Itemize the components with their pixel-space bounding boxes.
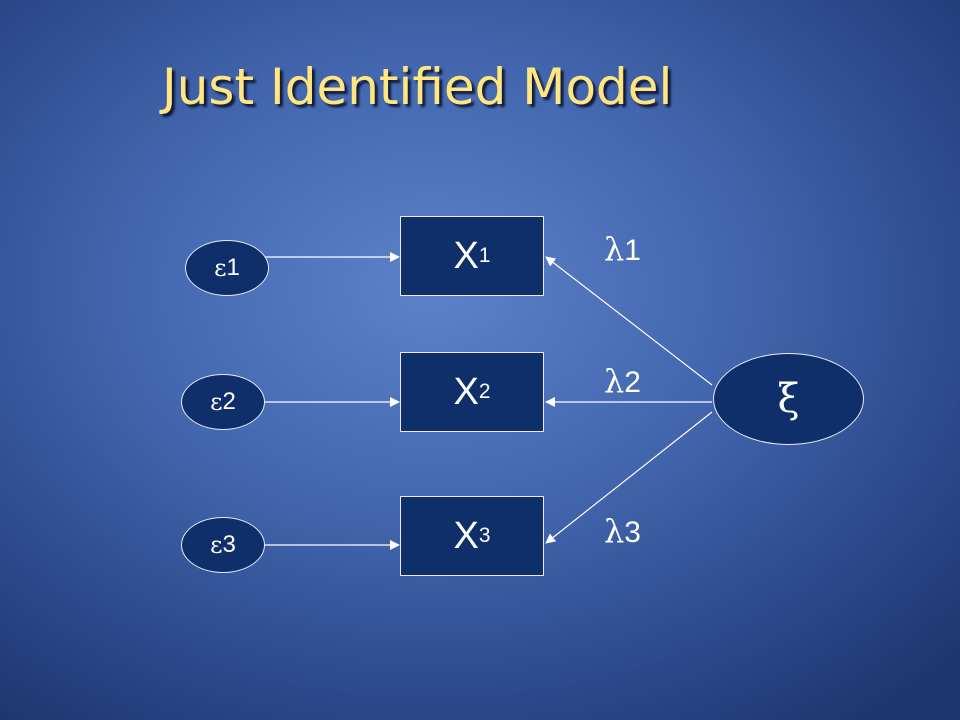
observed-index: 2 xyxy=(478,380,491,403)
latent-node-xi: ξ xyxy=(713,353,864,445)
arrow-xi-x1 xyxy=(545,256,713,386)
error-index: 2 xyxy=(222,388,236,415)
loading-index: 3 xyxy=(624,516,641,549)
error-index: 1 xyxy=(226,254,240,281)
observed-index: 1 xyxy=(478,244,491,267)
loading-label-1: λ1 xyxy=(604,230,641,268)
error-index: 3 xyxy=(222,531,236,558)
loading-symbol: λ xyxy=(604,230,625,268)
slide-title: Just Identified Model xyxy=(162,58,673,116)
error-symbol: ε xyxy=(214,254,227,282)
loading-label-2: λ2 xyxy=(604,362,641,400)
loading-label-3: λ3 xyxy=(604,512,641,550)
error-symbol: ε xyxy=(210,388,223,416)
observed-symbol: X xyxy=(453,370,479,413)
loading-symbol: λ xyxy=(604,362,625,400)
latent-symbol: ξ xyxy=(777,376,800,422)
observed-index: 3 xyxy=(478,524,491,547)
arrow-xi-x3 xyxy=(545,411,713,544)
error-symbol: ε xyxy=(210,531,223,559)
loading-index: 2 xyxy=(624,366,641,399)
loading-symbol: λ xyxy=(604,512,625,550)
loading-index: 1 xyxy=(624,234,641,267)
observed-symbol: X xyxy=(453,514,479,557)
observed-symbol: X xyxy=(453,234,479,277)
